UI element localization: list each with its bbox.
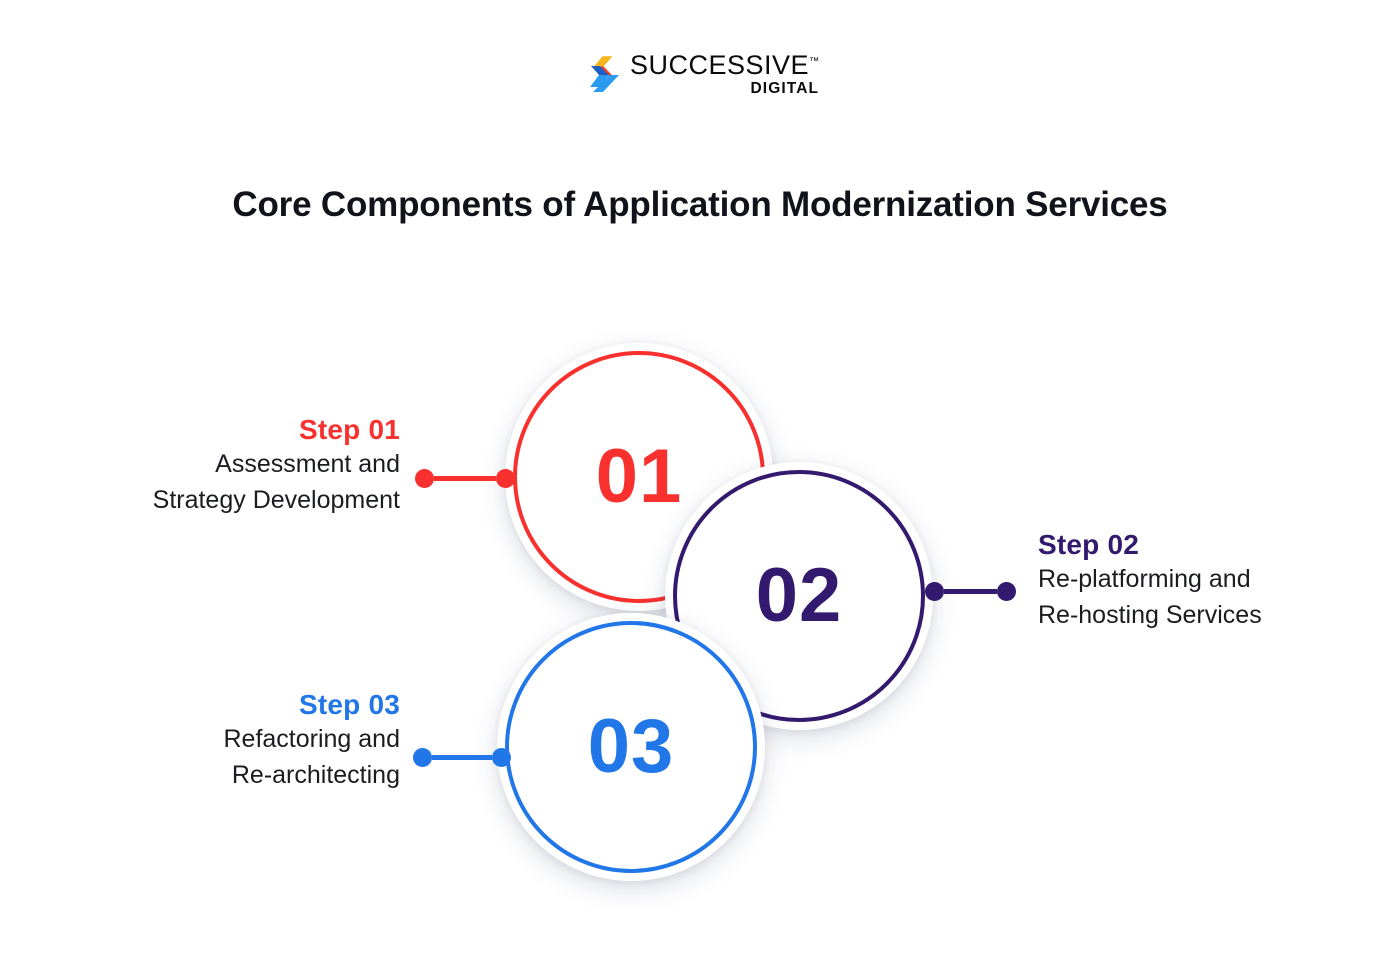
brand-logo-wordmark: SUCCESSIVE™ DIGITAL xyxy=(630,52,819,97)
brand-tagline: DIGITAL xyxy=(750,80,820,97)
connector-dot-inner-01 xyxy=(496,468,515,488)
brand-logo: SUCCESSIVE™ DIGITAL xyxy=(586,52,819,97)
step-label-03-description-line1: Refactoring and xyxy=(223,725,400,753)
step-label-02-description: Re-platforming and Re-hosting Services xyxy=(1038,562,1400,633)
step-circle-03-ring xyxy=(505,621,757,873)
connector-dot-inner-03 xyxy=(492,747,511,767)
connector-dot-outer-01 xyxy=(415,468,434,488)
step-label-01-description-line1: Assessment and xyxy=(215,450,400,478)
connector-bar-02 xyxy=(944,588,997,594)
step-label-02-description-line2: Re-hosting Services xyxy=(1038,600,1262,629)
step-label-01-description: Assessment and Strategy Development xyxy=(20,447,400,518)
step-circle-02-ring xyxy=(673,470,925,722)
trademark-symbol: ™ xyxy=(809,56,820,67)
connector-dot-outer-02 xyxy=(997,581,1016,601)
step-label-03-description: Refactoring and Re-architecting xyxy=(30,722,400,793)
step-label-03-title: Step 03 xyxy=(299,689,400,720)
connector-line-01 xyxy=(415,467,515,489)
step-number-02: 02 xyxy=(755,553,843,638)
step-label-03: Step 03 Refactoring and Re-architecting xyxy=(30,687,400,793)
step-label-01: Step 01 Assessment and Strategy Developm… xyxy=(20,412,400,518)
connector-line-02 xyxy=(925,580,1016,602)
step-label-02-title: Step 02 xyxy=(1038,529,1139,560)
connector-line-03 xyxy=(413,746,511,768)
step-label-03-description-line2: Re-architecting xyxy=(231,760,400,789)
connector-bar-03 xyxy=(432,754,492,760)
connector-bar-01 xyxy=(434,475,496,481)
brand-name: SUCCESSIVE™ xyxy=(630,50,820,80)
step-label-02-description-line1: Re-platforming and xyxy=(1038,565,1251,593)
connector-dot-outer-03 xyxy=(413,747,432,767)
step-label-01-title: Step 01 xyxy=(299,414,400,445)
page-title: Core Components of Application Moderniza… xyxy=(232,185,1168,224)
step-circle-03[interactable]: 03 xyxy=(497,613,765,881)
step-number-03: 03 xyxy=(587,704,675,789)
step-label-01-description-line2: Strategy Development xyxy=(152,485,400,514)
connector-dot-inner-02 xyxy=(925,581,944,601)
successive-chevron-logo-icon xyxy=(590,56,619,93)
step-label-02: Step 02 Re-platforming and Re-hosting Se… xyxy=(1038,527,1400,633)
step-number-01: 01 xyxy=(595,434,683,519)
